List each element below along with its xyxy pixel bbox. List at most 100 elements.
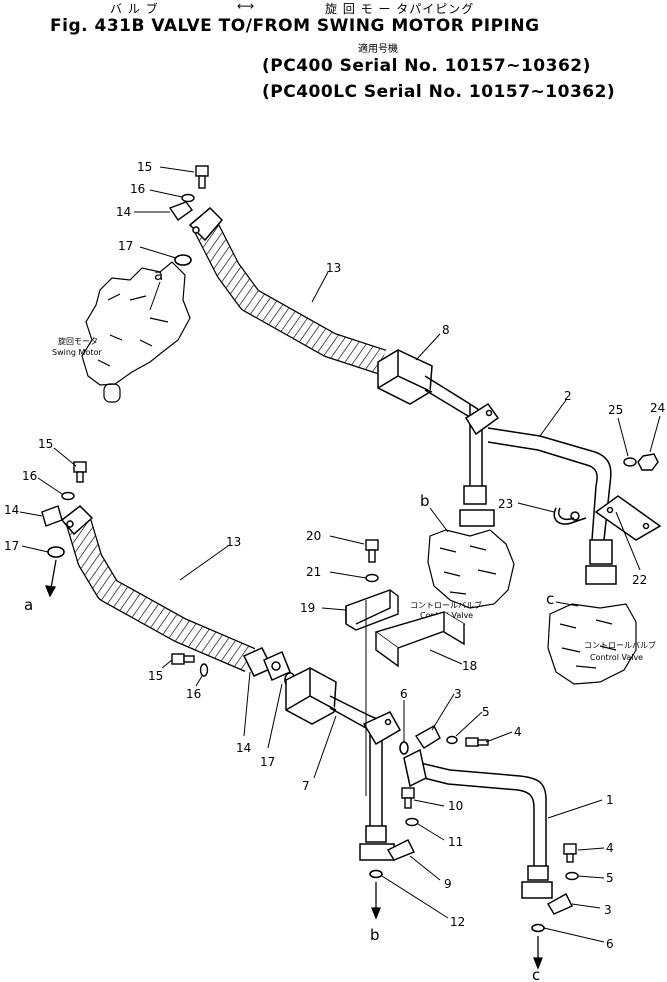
bolt-20 xyxy=(365,539,379,563)
o-ring-17-upper xyxy=(174,254,192,266)
callout-3: 3 xyxy=(604,903,612,917)
callout-14: 14 xyxy=(236,741,251,755)
callout-17: 17 xyxy=(260,755,275,769)
washer-16-lower-center xyxy=(199,663,209,677)
callout-11: 11 xyxy=(448,835,463,849)
washer-16-upper xyxy=(181,193,195,203)
callout-25: 25 xyxy=(608,403,623,417)
callout-22: 22 xyxy=(632,573,647,587)
callout-23: 23 xyxy=(498,497,513,511)
callout-12: 12 xyxy=(450,915,465,929)
callout-14: 14 xyxy=(4,503,19,517)
callout-6: 6 xyxy=(400,687,408,701)
callout-ref-b: b xyxy=(370,926,380,944)
callout-19: 19 xyxy=(300,601,315,615)
split-flange-14-upper xyxy=(168,201,193,221)
callout-6: 6 xyxy=(606,937,614,951)
split-flange-14-lower xyxy=(242,647,291,682)
callout-15: 15 xyxy=(38,437,53,451)
bolt-4-upper xyxy=(465,737,489,747)
part-7-block xyxy=(285,667,337,725)
washer-11 xyxy=(405,817,419,827)
title-kana-swing-motor-piping: 旋 回 モ ー タパイピング xyxy=(325,2,475,16)
callout-15: 15 xyxy=(148,669,163,683)
bracket-22 xyxy=(585,495,662,585)
bolt-10 xyxy=(401,787,415,809)
pipe-7 xyxy=(329,695,383,826)
bracket-19 xyxy=(345,589,399,631)
control-valve-1 xyxy=(427,529,515,609)
control-valve-2-jp-label: コントロールバルブ xyxy=(584,640,656,650)
o-ring-12 xyxy=(369,869,383,879)
flange-lower-hose-end xyxy=(60,505,94,536)
callout-ref-a: a xyxy=(154,266,163,284)
washer-25 xyxy=(623,457,637,467)
part-8-block xyxy=(377,349,433,405)
callout-16: 16 xyxy=(130,182,145,196)
swing-motor-jp-label: 旋回モータ xyxy=(58,336,98,346)
bolt-15-upper xyxy=(195,165,209,189)
callout-13: 13 xyxy=(226,535,241,549)
callout-5: 5 xyxy=(606,871,614,885)
control-valve-1-jp-label: コントロールバルブ xyxy=(410,600,482,610)
callout-8: 8 xyxy=(442,323,450,337)
pipe-2 xyxy=(487,427,612,541)
bracket-18 xyxy=(374,611,466,668)
callout-16: 16 xyxy=(22,469,37,483)
callout-9: 9 xyxy=(444,877,452,891)
hose-13-upper xyxy=(193,219,387,375)
callout-16: 16 xyxy=(186,687,201,701)
swing-motor xyxy=(81,261,191,403)
callout-2: 2 xyxy=(564,389,572,403)
reference-arrows xyxy=(44,559,543,970)
callout-ref-c: c xyxy=(532,966,540,982)
callout-18: 18 xyxy=(462,659,477,673)
serial-line-pc400: (PC400 Serial No. 10157~10362) xyxy=(262,56,591,76)
callout-15: 15 xyxy=(137,160,152,174)
serial-line-pc400lc: (PC400LC Serial No. 10157~10362) xyxy=(262,82,616,102)
callout-4: 4 xyxy=(514,725,522,739)
washer-21 xyxy=(365,573,379,583)
pipe-1-fittings xyxy=(403,748,553,899)
nut-24 xyxy=(637,453,659,471)
callout-14: 14 xyxy=(116,205,131,219)
washer-16-lower-left xyxy=(61,491,75,501)
title-kana-arrow: ⟷ xyxy=(237,0,256,13)
control-valve-2 xyxy=(547,603,637,685)
swing-motor-en-label: Swing Motor xyxy=(52,348,102,357)
callout-4: 4 xyxy=(606,841,614,855)
callout-ref-b: b xyxy=(420,492,430,510)
flange-upper-end xyxy=(188,206,224,242)
title-kana-valve: バ ル ブ xyxy=(110,2,159,16)
callout-21: 21 xyxy=(306,565,321,579)
callout-24: 24 xyxy=(650,401,665,415)
bolt-4-lower xyxy=(563,843,577,863)
figure-title: Fig. 431B VALVE TO/FROM SWING MOTOR PIPI… xyxy=(50,16,540,36)
callout-3: 3 xyxy=(454,687,462,701)
bolt-15-lower-center xyxy=(171,653,195,665)
callout-7: 7 xyxy=(302,779,310,793)
callout-20: 20 xyxy=(306,529,321,543)
washer-5-upper xyxy=(446,735,458,745)
leader-lines xyxy=(19,166,661,943)
control-valve-2-en-label: Control Valve xyxy=(590,653,643,662)
callout-ref-c: c xyxy=(546,590,554,608)
split-flange-3-lower xyxy=(547,893,573,915)
o-ring-6-upper xyxy=(399,741,409,755)
callout-10: 10 xyxy=(448,799,463,813)
split-flange-9 xyxy=(387,839,415,861)
flange-pipe-7-top xyxy=(359,711,402,861)
o-ring-6-lower xyxy=(531,923,545,933)
callout-17: 17 xyxy=(118,239,133,253)
callout-ref-a: a xyxy=(24,596,33,614)
hose-13-lower xyxy=(65,516,256,672)
clamp-23 xyxy=(553,507,587,525)
pipe-8 xyxy=(424,375,483,490)
callout-17: 17 xyxy=(4,539,19,553)
callout-1: 1 xyxy=(606,793,614,807)
callout-13: 13 xyxy=(326,261,341,275)
flange-valve-top xyxy=(459,402,500,527)
split-flange-14-lower-left xyxy=(41,505,63,527)
bolt-15-lower-left xyxy=(73,461,87,483)
